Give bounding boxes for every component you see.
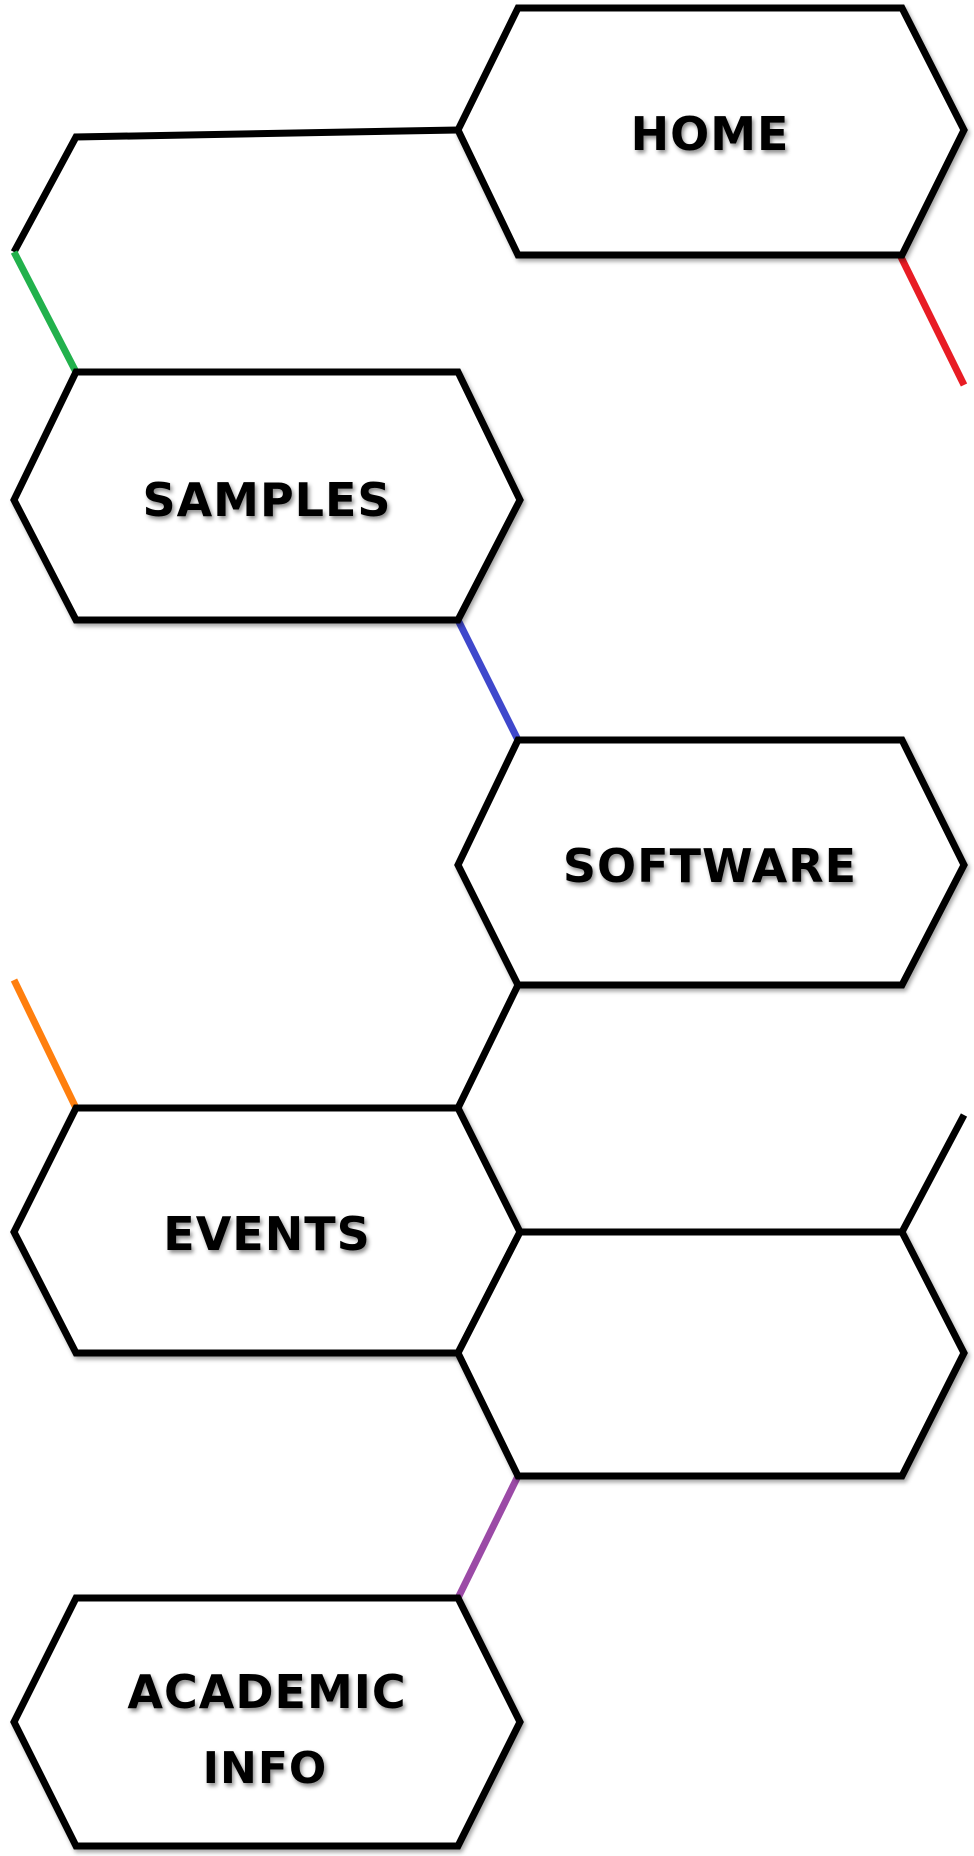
black-connector-software-events — [454, 983, 522, 1110]
home-hexagon — [454, 4, 968, 259]
black-connector-right-upper — [898, 1113, 968, 1234]
red-connector — [896, 253, 968, 387]
events-button[interactable]: EVENTS — [10, 1104, 524, 1357]
home-button[interactable]: HOME — [454, 4, 968, 259]
purple-connector — [454, 1474, 522, 1600]
blue-connector — [454, 618, 522, 742]
decor-top-left-outline — [10, 126, 459, 254]
software-label: SOFTWARE — [563, 839, 857, 893]
green-connector — [10, 250, 80, 374]
events-label: EVENTS — [163, 1207, 370, 1261]
software-button[interactable]: SOFTWARE — [454, 736, 968, 989]
academic-label-line1: ACADEMIC — [127, 1665, 406, 1719]
samples-hexagon — [10, 368, 524, 624]
software-hexagon — [454, 736, 968, 989]
blank-hexagon-button[interactable] — [454, 1228, 968, 1480]
blank-hexagon — [454, 1228, 968, 1480]
academic-label-line2: INFO — [203, 1743, 328, 1794]
home-label: HOME — [631, 107, 790, 161]
samples-button[interactable]: SAMPLES — [10, 368, 524, 624]
orange-connector — [10, 978, 80, 1110]
academic-info-button[interactable]: ACADEMIC INFO — [10, 1594, 524, 1850]
academic-info-hexagon — [10, 1594, 524, 1850]
samples-label: SAMPLES — [142, 473, 391, 527]
